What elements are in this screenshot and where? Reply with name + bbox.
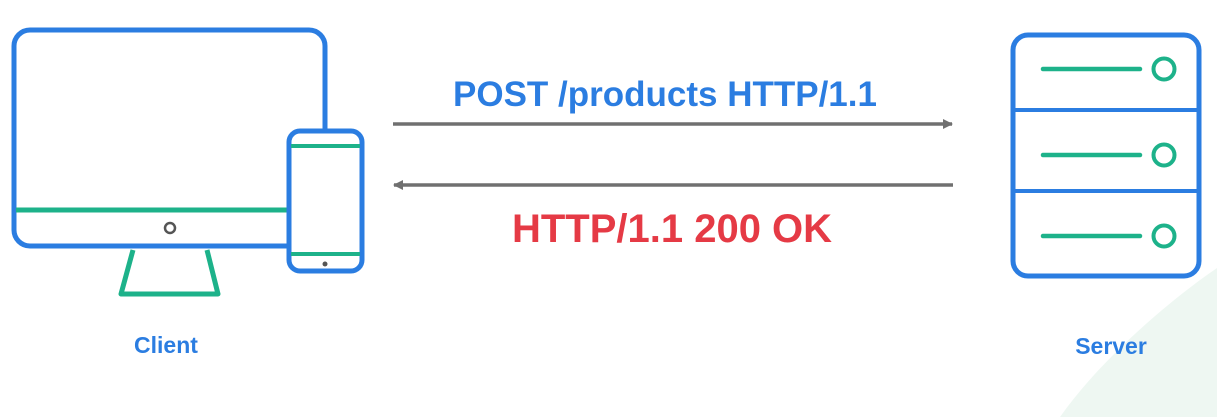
status-light-icon (1151, 142, 1177, 168)
server-unit-3 (1040, 223, 1177, 249)
server-icon (1010, 32, 1202, 279)
phone-icon (286, 128, 365, 274)
status-light-icon (1151, 56, 1177, 82)
status-light-icon (1151, 223, 1177, 249)
client-label: Client (134, 332, 198, 358)
power-button-icon (163, 221, 177, 235)
monitor-stand (118, 249, 221, 297)
server-unit-1 (1040, 56, 1177, 82)
server-label: Server (1075, 333, 1147, 359)
server-unit-2 (1040, 142, 1177, 168)
response-label: HTTP/1.1 200 OK (512, 207, 832, 251)
request-label: POST /products HTTP/1.1 (453, 75, 877, 114)
corner-tint (1060, 268, 1217, 417)
monitor-icon (11, 27, 328, 297)
